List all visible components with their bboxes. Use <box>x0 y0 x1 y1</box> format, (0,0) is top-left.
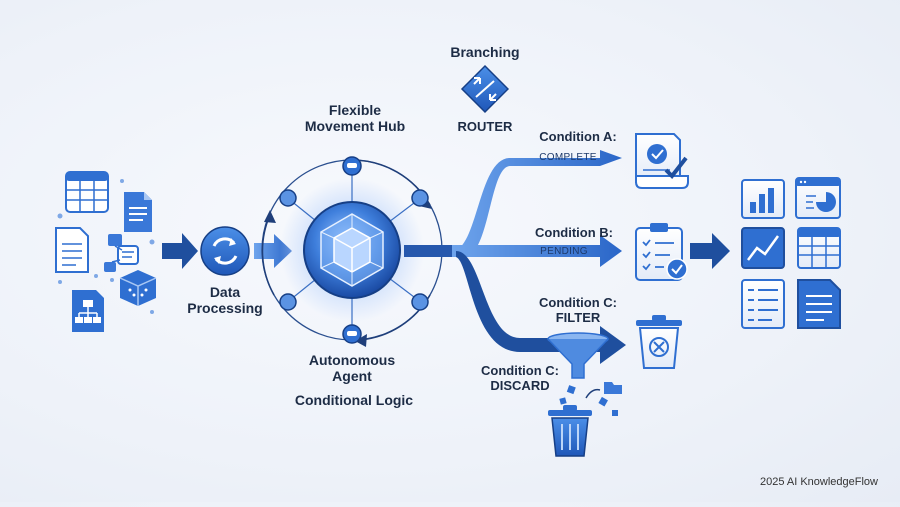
certificate-check-icon <box>635 133 689 189</box>
data-processing-line-1: Data <box>209 284 241 300</box>
data-processing-label: Data Processing <box>180 284 270 316</box>
hub-title-line-2: Movement Hub <box>304 118 406 135</box>
input-spreadsheet-icon <box>65 171 109 213</box>
document-list-icon <box>797 279 841 329</box>
agent-line-1: Autonomous <box>308 352 396 368</box>
hub-title-line-1: Flexible <box>328 102 382 118</box>
line-chart-icon <box>741 227 785 269</box>
input-cube-icon <box>119 270 157 306</box>
table-icon <box>797 227 841 269</box>
hub-title: Flexible Movement Hub <box>300 102 410 134</box>
condition-a-status: COMPLETE <box>539 152 597 163</box>
input-hierarchy-icon <box>72 290 104 332</box>
router-label: ROUTER <box>457 119 513 134</box>
clipboard-check-icon <box>635 223 688 281</box>
data-processing-line-2: Processing <box>187 300 263 317</box>
trash-icon <box>548 405 592 457</box>
conditional-logic-label: Conditional Logic <box>294 392 414 408</box>
condition-b-status: PENDING <box>540 246 588 257</box>
funnel-icon <box>547 332 609 379</box>
refresh-icon <box>200 226 250 276</box>
condition-b-label: Condition B: <box>535 225 613 240</box>
condition-c-filter-line-2: FILTER <box>555 309 601 325</box>
agent-line-2: Agent <box>332 368 372 385</box>
condition-a-label: Condition A: <box>539 129 617 144</box>
condition-c-filter-label: Condition C: FILTER <box>528 295 628 326</box>
condition-c-discard-label: Condition C: DISCARD <box>470 363 570 394</box>
condition-c-discard-line-2: DISCARD <box>490 377 550 393</box>
input-document-icon-2 <box>55 227 89 273</box>
router-arrows-icon <box>460 64 510 114</box>
condition-c-discard-line-1: Condition C: <box>481 363 559 378</box>
arrow-to-dashboards <box>690 233 730 269</box>
input-dots <box>57 179 155 314</box>
hub-nodes <box>279 156 429 344</box>
trash-x-icon <box>636 315 682 369</box>
input-document-icon-1 <box>124 192 152 232</box>
autonomous-agent-label: Autonomous Agent <box>292 352 412 384</box>
input-network-icon <box>104 234 139 272</box>
arrow-to-processing <box>162 233 198 269</box>
list-icon <box>741 279 785 329</box>
falling-fragments <box>559 382 622 416</box>
hexagon-cube-icon <box>303 201 401 299</box>
branch-arrows <box>404 150 626 364</box>
pie-chart-icon <box>795 177 841 219</box>
condition-c-filter-line-1: Condition C: <box>539 295 617 310</box>
bar-chart-icon <box>741 179 785 219</box>
footer-credit: 2025 AI KnowledgeFlow <box>759 476 878 488</box>
branching-label: Branching <box>450 44 520 60</box>
